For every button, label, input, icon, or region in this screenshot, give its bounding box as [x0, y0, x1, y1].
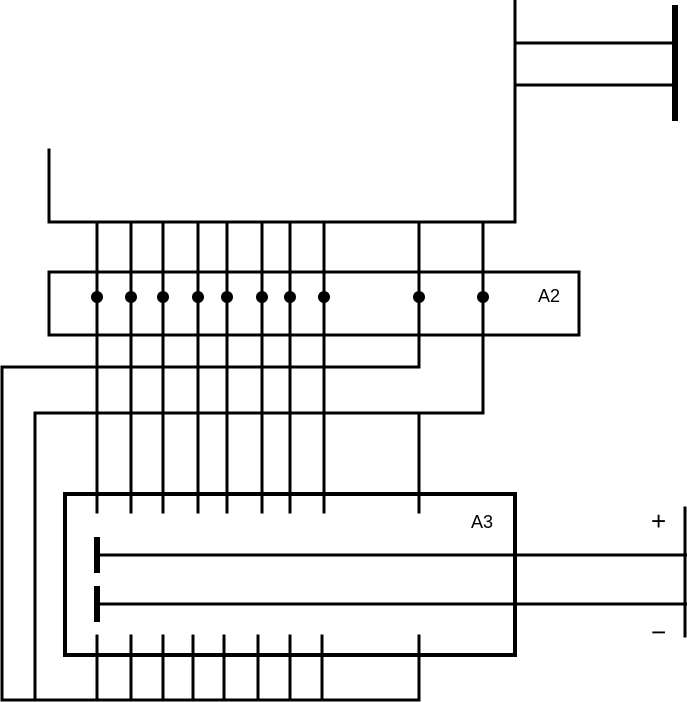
terminal-block-a2: [47, 270, 581, 337]
battery-bus: [94, 506, 687, 638]
top-right-connector: [513, 5, 678, 121]
rerouted-wires: [0, 220, 485, 702]
label-a2: A2: [538, 286, 560, 306]
module-a3: [63, 492, 517, 657]
lower-wires: [0, 634, 421, 702]
top-unit-outline: [47, 0, 517, 224]
label-plus: +: [651, 506, 666, 536]
a2-junction-dots: [91, 291, 489, 303]
label-minus: −: [651, 617, 666, 647]
label-a3: A3: [471, 512, 493, 532]
